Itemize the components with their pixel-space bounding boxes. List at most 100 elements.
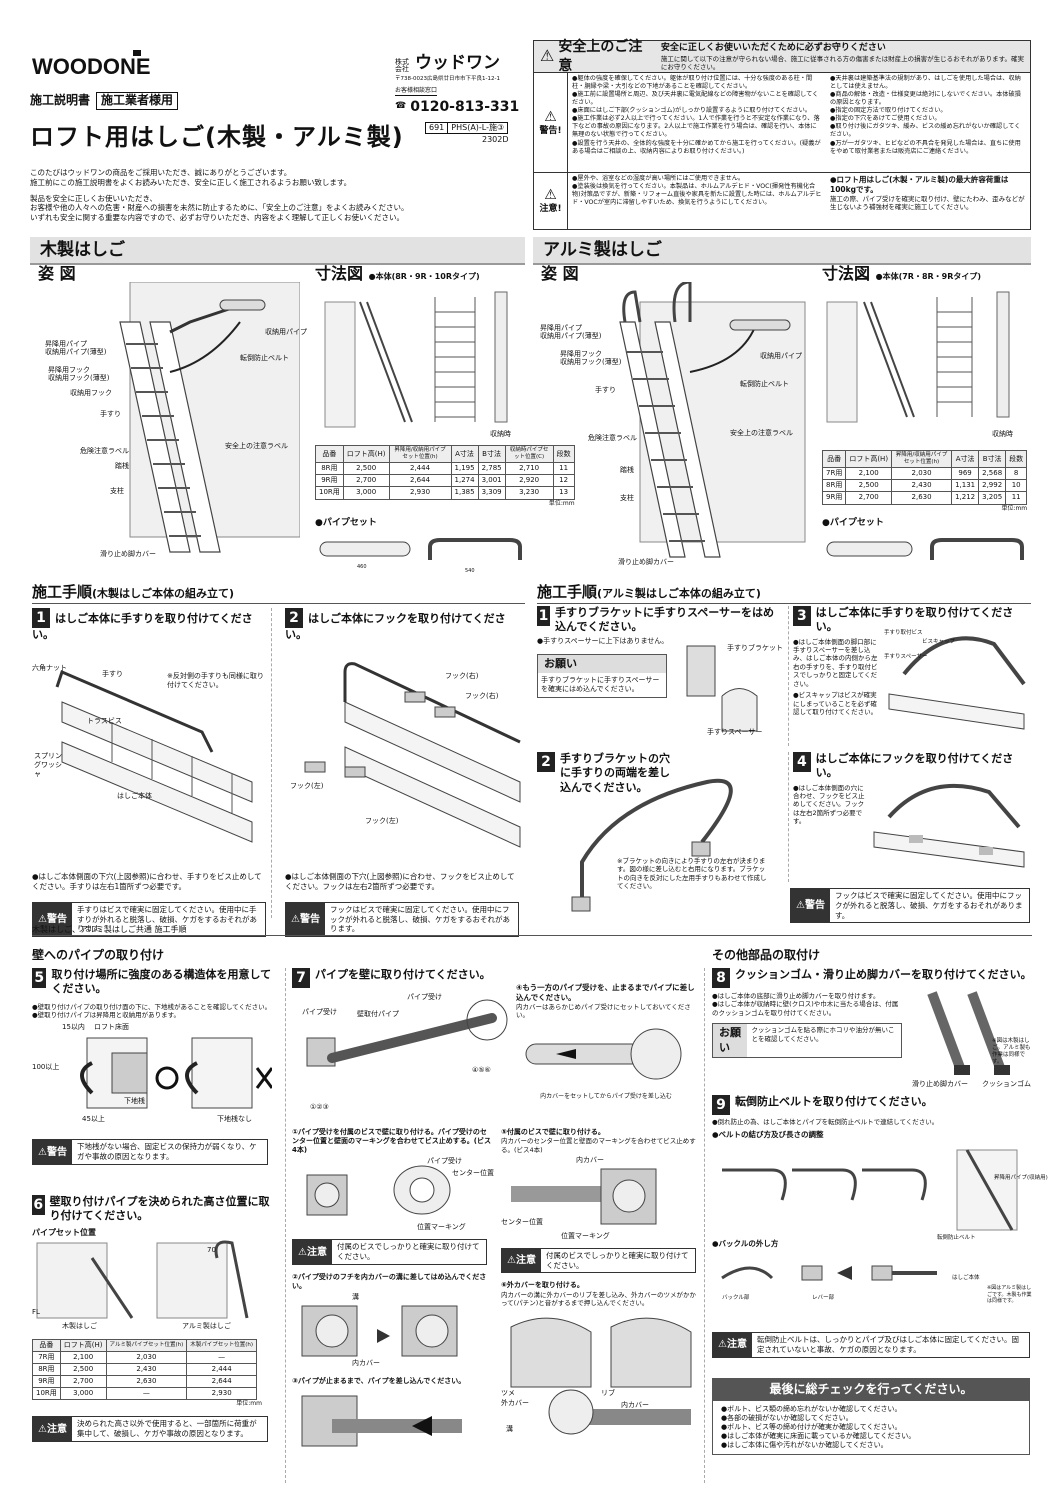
step-number: 2	[537, 752, 555, 772]
substep-text: ①パイプ受けを付属のビスで壁に取り付ける。パイプ受けのセンター位置と壁面のマーキ…	[292, 1128, 491, 1155]
safety-lead: 安全に正しくお使いいただくために必ずお守りください	[660, 43, 886, 53]
contact-label: お客様相談窓口	[395, 87, 438, 97]
step-title: 取り付け場所に強度のある構造体を用意してください。	[51, 968, 272, 996]
warning-item: ●設置を行う天井の、全体的な強度を十分に確かめてから施工を行ってください。(疑義…	[572, 139, 821, 155]
company-address: 〒738-0023広島県廿日市市下平良1-12-1	[395, 76, 500, 83]
step-text: ●ビスキャップはビスが確実にしまっていることを必ず確認して取り付けてください。	[793, 691, 878, 717]
step-note: ●手すりスペーサーに上下はありません。	[537, 636, 669, 645]
other-parts-heading: その他部品の取付け	[712, 948, 821, 962]
substep-text: ②パイプ受けのフチを内カバーの溝に差してはめ込んでください。	[292, 1272, 487, 1290]
step-title: 転倒防止ベルトを取り付けてください。	[735, 1095, 933, 1108]
caution-box: ⚠注意付属のビスでしっかりと確実に取り付けてください。	[501, 1247, 696, 1274]
wood-proc-title: 施工手順(木製はしご本体の組み立て)	[32, 583, 525, 604]
fig-label: 支柱	[620, 494, 634, 502]
safety-box: ⚠ 安全上のご注意 安全に正しくお使いいただくために必ずお守りください 施工に関…	[533, 39, 1031, 230]
wood-section-title: 木製はしご	[30, 237, 525, 266]
svg-text:WOODONE: WOODONE	[32, 54, 151, 79]
fig-label: 安全上の注意ラベル	[225, 442, 288, 450]
bracket-figure: 手すりブラケット 手すりスペーサー	[677, 636, 783, 736]
step-number: 6	[32, 1195, 45, 1215]
fig-label: ビスキャップ	[922, 639, 956, 645]
caution-box: ⚠注意転倒防止ベルトは、しっかりとパイプ及びはしご本体に固定してください。固定さ…	[712, 1332, 1030, 1358]
fig-label: フック(右)	[465, 692, 499, 701]
sub-heading: ●ベルトの結び方及び長さの調整	[712, 1130, 824, 1140]
caution-label: 注意!	[539, 204, 562, 215]
fig-label: 下地桟なし	[217, 1115, 252, 1124]
safety-sub: 施工に関して以下の注意が守られない場合、施工に従事される方の傷害または財産上の損…	[660, 54, 1024, 72]
fig-label: 収納用パイプ(薄型)	[540, 332, 602, 340]
onegai-box: お願い クッションゴムを貼る際にホコリや油分が無いことを確認してください。	[712, 1023, 902, 1058]
fig-label: 危険注意ラベル	[588, 434, 637, 442]
phone-number: 0120-813-331	[410, 99, 520, 116]
fig-label: トラスビス	[87, 717, 122, 726]
fig-label: ①②③	[310, 1103, 329, 1111]
fig-label: 収納用フック(薄型)	[48, 374, 110, 382]
sub-heading: パイプセット位置	[32, 1227, 96, 1237]
step-text: ●はしご本体側面の下穴(上図参照)に合わせ、フックをビス止めしてください。フック…	[285, 872, 515, 892]
step-number: 3	[793, 606, 811, 626]
wood-dimension-figure: 収納時	[315, 282, 530, 438]
warning-item: ●天井裏は建築基準法の規制があり、はしごを使用した場合は、収納としては使えません…	[830, 75, 1021, 91]
fig-label: 収納用パイプ	[760, 352, 802, 360]
final-check-title: 最後に総チェックを行ってください。	[713, 1379, 1029, 1401]
fig-label: センター位置	[452, 1169, 494, 1178]
fig-label: FL	[32, 1307, 40, 1316]
pipe-position-table: 品番ロフト高(H)アルミ製パイプセット位置(h)木製パイプセット位置(h) 7R…	[32, 1338, 258, 1401]
step-note: ※ブラケットの向きにより手すりの左右が決まります。図の様に差し込むと右用になりま…	[617, 857, 767, 891]
caution-item: ●塗装後は換気を行ってください。本製品は、ホルムアルデヒド・VOC(揮発性有機化…	[572, 183, 822, 207]
fig-label: ロフト床面	[94, 1023, 129, 1032]
caution-icon: ⚠	[38, 1423, 47, 1435]
fig-label: 昇降用フック	[560, 350, 602, 358]
doc-type: 施工説明書	[30, 93, 91, 107]
step-text: ●はしご本体の底部に滑り止め脚カバーを取り付けます。	[712, 992, 880, 1000]
fig-label: 70	[207, 1245, 216, 1254]
step-number: 4	[793, 752, 811, 772]
pipe-dim: 460	[357, 564, 367, 570]
fig-label: 手すりスペーサー	[884, 654, 928, 660]
step-title: パイプを壁に取り付けてください。	[315, 968, 491, 981]
step-number: 8	[712, 968, 730, 988]
doc-date: 2302D	[482, 135, 509, 144]
fig-label: フック(左)	[365, 817, 399, 826]
fig-label: 外カバー	[501, 1399, 529, 1408]
fig-label: ※図は木製はしご。アルミ製も作業は同様です。	[992, 1038, 1031, 1066]
step-text: ●壁取り付けパイプの取り付け面の下に、下地桟があることを確認してください。	[32, 1002, 272, 1011]
fig-label: はしご本体	[117, 792, 152, 801]
unit-label: 単位:mm	[1001, 504, 1028, 512]
safety-title: 安全上のご注意	[558, 39, 643, 74]
fig-label: 手すり取付ビス	[884, 630, 923, 636]
warning-icon: ⚠	[291, 913, 300, 925]
caution-item: ●ロフト用はしご(木製・アルミ製)の最大許容荷重は100kgです。	[830, 175, 1009, 194]
warning-icon: ⚠	[38, 913, 47, 925]
doc-for: 施工業者様用	[96, 92, 179, 110]
storage-label: 収納時	[490, 430, 511, 438]
fig-label: 手すりスペーサー	[707, 728, 763, 736]
alu-dimension-figure: 収納時	[822, 282, 1032, 442]
fig-label: 収納用フック	[70, 389, 112, 397]
warning-icon: ⚠	[796, 900, 805, 912]
warning-label: 警告!	[539, 125, 562, 136]
page-title: ロフト用はしご(木製・アルミ製)	[30, 123, 404, 151]
step-number: 1	[537, 606, 551, 626]
check-item: ●はしご本体が確実に床面に載っているか確認してください。	[721, 1431, 916, 1440]
caution-item: 施工の際、パイプ受けを確実に取り付け、壁にたわみ、歪みなどが生じないよう補強材を…	[830, 194, 1025, 211]
wall-pipe-heading: 壁へのパイプの取り付け	[32, 948, 165, 962]
fig-label: はしご本体	[952, 1275, 980, 1281]
fig-label: 収納用パイプ(薄型)	[45, 348, 107, 356]
warning-icon: ⚠	[38, 1146, 47, 1158]
substep-title: ⑥外カバーを取り付ける。	[501, 1281, 584, 1290]
fig-label: 安全上の注意ラベル	[730, 429, 793, 437]
step-text: ●はしご本体側面の穴に合わせ、フックをビス止めしてください。フックは左右2箇所ず…	[793, 783, 865, 826]
unit-label: 単位:mm	[548, 499, 575, 507]
fig-label: 溝	[506, 1425, 513, 1434]
check-item: ●ボルト、ビス類の締め忘れがないか確認してください。	[721, 1404, 902, 1413]
